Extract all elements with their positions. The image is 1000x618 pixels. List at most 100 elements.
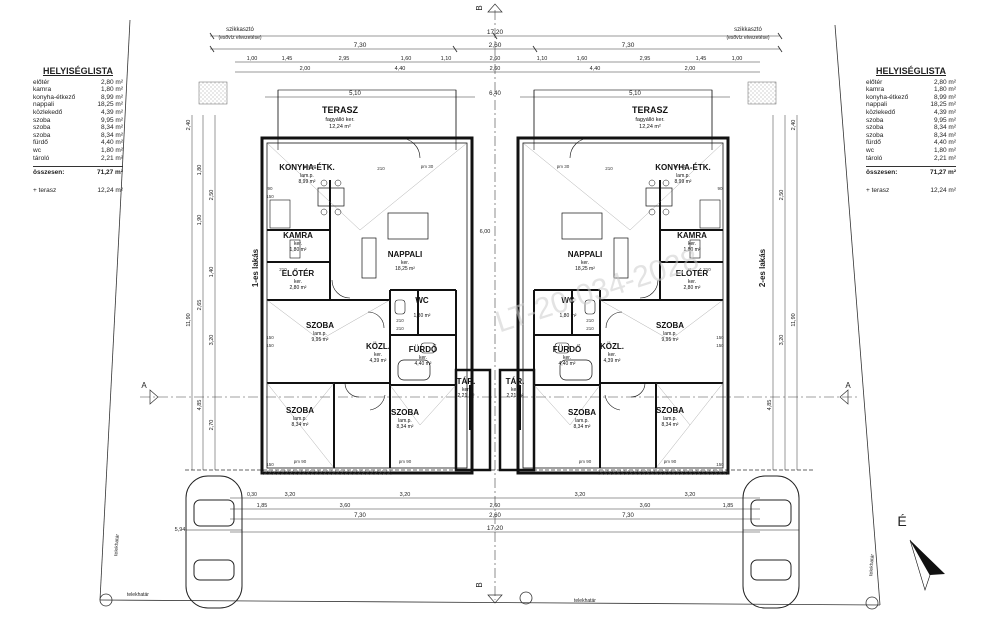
- dim-small-2: 6,00: [480, 229, 491, 235]
- room-pantry-left: KAMRA: [283, 231, 313, 240]
- room-hall-area-right: 2,80 m²: [684, 285, 701, 291]
- room-bath-sub-left: ker.: [419, 355, 427, 361]
- room-wc-area-left: 1,80 m²: [414, 313, 431, 319]
- plot-boundaries: [99, 19, 881, 610]
- room-bedroom2-left: SZOBA: [286, 406, 314, 415]
- room-bedroom1-right: SZOBA: [656, 321, 684, 330]
- dim-bot2-0: 1,85: [257, 503, 268, 509]
- room-hall-area-left: 2,80 m²: [290, 285, 307, 291]
- door-label-l11: 210: [279, 267, 287, 272]
- room-wc-left: WC: [415, 296, 429, 305]
- list-item-area: 8,99 m²: [100, 93, 123, 101]
- dimension-lines-bottom: [230, 497, 760, 533]
- soakaway-right: [747, 81, 777, 105]
- unit-label-right: 2-es lakás: [758, 248, 767, 287]
- list-item-name: szoba: [33, 124, 51, 132]
- dim-top-4: 1,10: [441, 56, 452, 62]
- door-label-l0: pm 90: [304, 164, 317, 169]
- room-hall-sub-left: ker.: [294, 279, 302, 285]
- total-value: 71,27 m²: [96, 169, 123, 177]
- door-label-l10: 210: [396, 326, 404, 331]
- total-label: összesen:: [866, 169, 898, 177]
- list-item-area: 8,34 m²: [100, 131, 123, 139]
- dim-bot2-4: 1,85: [723, 503, 734, 509]
- room-bath-left: FÜRDŐ: [409, 345, 437, 354]
- dim-small-1: 5,94: [175, 527, 186, 533]
- dim-bot-1: 3,20: [400, 492, 411, 498]
- dim-mid-top: 2,60: [489, 42, 502, 49]
- room-storage-right: TÁR.: [506, 377, 525, 386]
- soakaway-sub-right: (esővíz elvezetése): [726, 35, 769, 41]
- dim-v-2: 2,50: [209, 190, 215, 201]
- dim-top-1: 1,45: [282, 56, 293, 62]
- room-storage-sub-left: ker.: [462, 387, 470, 393]
- room-corridor-left: KÖZL.: [366, 342, 390, 351]
- room-bedroom2-sub-left: lam.p.: [293, 416, 307, 422]
- door-label-r7: 90: [717, 186, 723, 191]
- door-label-r3: pm 90: [579, 459, 592, 464]
- plot-line-label-4: telekhatár: [868, 553, 876, 576]
- terrace-label: + terasz: [866, 186, 890, 194]
- list-item-name: tároló: [33, 154, 50, 162]
- plot-line-label-2: telekhatár: [127, 592, 149, 598]
- list-item-name: fürdő: [33, 139, 48, 147]
- room-list-total-left: összesen: 71,27 m²: [33, 166, 123, 177]
- list-item-name: közlekedő: [33, 108, 63, 116]
- room-living-sub-right: ker.: [581, 260, 589, 266]
- list-item-area: 4,39 m²: [100, 108, 123, 116]
- list-item-name: wc: [866, 146, 874, 154]
- soakaway-label-left: szikkasztó: [226, 27, 254, 33]
- room-storage-area-right: 2,21 m²: [507, 393, 524, 399]
- room-bedroom3-area-right: 8,34 m²: [574, 424, 591, 430]
- door-label-r0: pm 90: [674, 164, 687, 169]
- total-label: összesen:: [33, 169, 65, 177]
- list-item-name: kamra: [866, 86, 885, 94]
- room-kitchen-right: KONYHA-ÉTK.: [655, 163, 711, 172]
- room-corridor-right: KÖZL.: [600, 342, 624, 351]
- door-label-l9: 210: [396, 318, 404, 323]
- room-kitchen-left: KONYHA-ÉTK.: [279, 163, 335, 172]
- room-hall-left: ELŐTÉR: [282, 269, 315, 278]
- section-b-bottom: B: [475, 582, 484, 587]
- dim-half-left-bot: 7,30: [354, 513, 366, 519]
- room-bedroom2-right: SZOBA: [656, 406, 684, 415]
- section-b-top: B: [475, 5, 484, 10]
- dim-v-0: 2,40: [186, 120, 192, 131]
- door-label-l12: 150: [266, 462, 274, 467]
- room-pantry-sub-left: ker.: [294, 241, 302, 247]
- dim-top2-0: 2,00: [300, 66, 311, 72]
- room-list-total-right: összesen:71,27 m²: [866, 166, 956, 177]
- door-label-l8: 150: [266, 194, 274, 199]
- dim-terrace-right: 5,10: [629, 91, 641, 97]
- room-living-left: NAPPALI: [388, 250, 423, 259]
- list-item-name: nappali: [33, 101, 54, 109]
- dim-v-5: 2,65: [197, 300, 203, 311]
- room-storage-sub-right: ker.: [511, 387, 519, 393]
- room-kitchen-sub-right: lam.p.: [676, 173, 690, 179]
- dim-v-total-left: 11,90: [186, 313, 192, 326]
- dim-top-7: 1,60: [577, 56, 588, 62]
- dim-top-3: 1,60: [401, 56, 412, 62]
- room-bedroom3-right: SZOBA: [568, 408, 596, 417]
- door-label-l5: 150: [266, 343, 274, 348]
- list-item-area: 1,80 m²: [933, 86, 956, 94]
- list-item-area: 4,39 m²: [933, 108, 956, 116]
- room-pantry-area-left: 1,80 m²: [290, 247, 307, 253]
- list-item-name: tároló: [866, 154, 883, 162]
- list-item-area: 2,80 m²: [933, 78, 956, 86]
- dim-top2-2: 2,60: [490, 66, 501, 72]
- room-terrace-sub-right: fagyálló ker.: [635, 117, 665, 123]
- door-label-l4: 150: [266, 335, 274, 340]
- room-bath-right: FÜRDŐ: [553, 345, 581, 354]
- unit-right: [498, 89, 730, 475]
